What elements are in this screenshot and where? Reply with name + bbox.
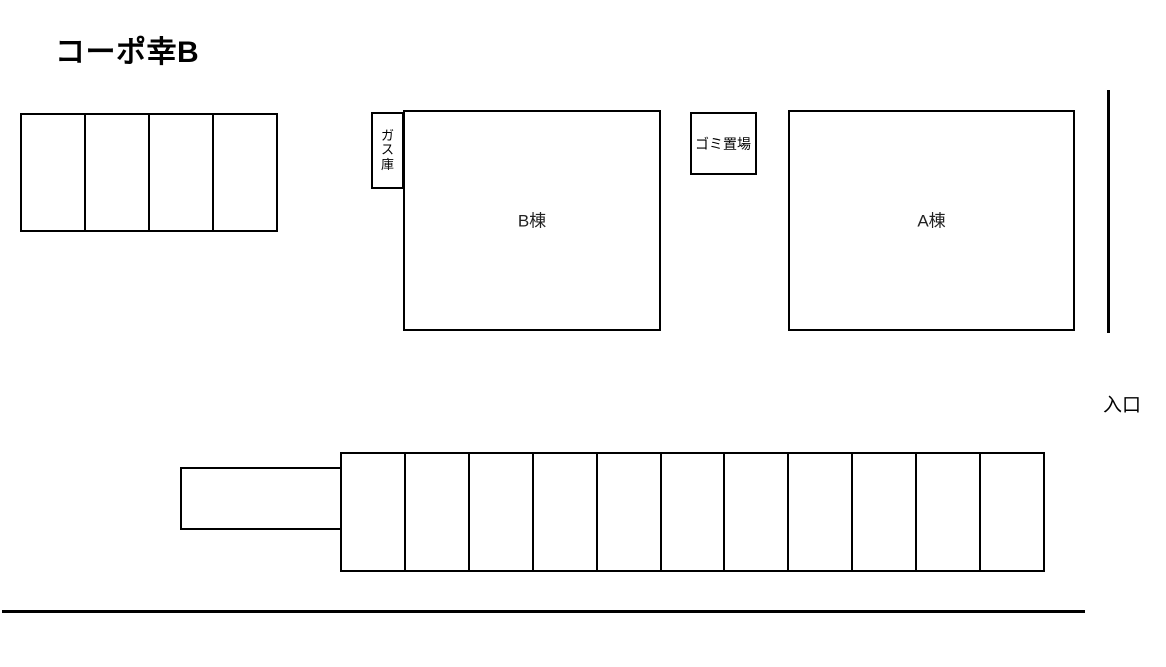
parking-stall[interactable] bbox=[470, 454, 534, 570]
entrance-label: 入口 bbox=[1103, 395, 1142, 416]
parking-stall[interactable] bbox=[22, 115, 86, 230]
parking-stall[interactable] bbox=[598, 454, 662, 570]
gas-locker[interactable]: ガ ス 庫 bbox=[371, 112, 404, 189]
parking-stall[interactable] bbox=[406, 454, 470, 570]
parking-stall[interactable] bbox=[789, 454, 854, 570]
page-title: コーポ幸B bbox=[55, 36, 200, 69]
boundary-line-south bbox=[2, 610, 1085, 613]
building-b-label: B棟 bbox=[517, 211, 547, 230]
building-a-label: A棟 bbox=[917, 211, 946, 230]
parking-stall[interactable] bbox=[725, 454, 790, 570]
parking-stall[interactable] bbox=[534, 454, 598, 570]
trash-area[interactable]: ゴミ置場 bbox=[690, 112, 757, 175]
parking-stall[interactable] bbox=[214, 115, 276, 230]
parking-stall[interactable] bbox=[342, 454, 406, 570]
parking-stall[interactable] bbox=[86, 115, 150, 230]
building-b[interactable]: B棟 bbox=[403, 110, 661, 331]
boundary-line-east bbox=[1107, 90, 1110, 333]
trash-area-label: ゴミ置場 bbox=[695, 135, 751, 152]
parking-west-wing[interactable] bbox=[180, 467, 343, 530]
gas-locker-label-char: ガ bbox=[380, 128, 394, 144]
parking-stall[interactable] bbox=[150, 115, 214, 230]
building-a[interactable]: A棟 bbox=[788, 110, 1075, 331]
parking-block-north[interactable] bbox=[20, 113, 278, 232]
parking-block-south[interactable] bbox=[340, 452, 1045, 572]
parking-stall[interactable] bbox=[853, 454, 918, 570]
parking-stall[interactable] bbox=[917, 454, 982, 570]
gas-locker-label: ガ ス 庫 bbox=[373, 114, 402, 187]
gas-locker-label-char: ス bbox=[380, 142, 394, 158]
parking-stall[interactable] bbox=[981, 454, 1043, 570]
parking-stall[interactable] bbox=[182, 469, 343, 528]
parking-stall[interactable] bbox=[662, 454, 726, 570]
gas-locker-label-char: 庫 bbox=[380, 156, 394, 172]
